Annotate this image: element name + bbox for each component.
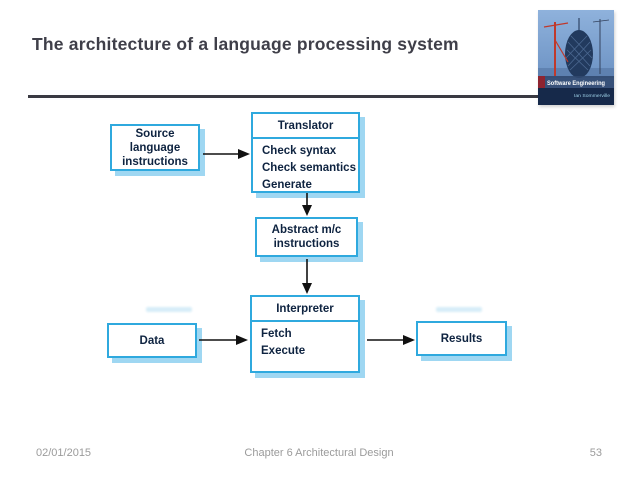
book-cover-image: Software Engineering Ian Sommerville xyxy=(538,10,614,105)
results-box-label: Results xyxy=(440,332,483,345)
source-box-label: Source language instructions xyxy=(122,127,188,168)
cover-title: Software Engineering xyxy=(547,80,605,87)
page-title: The architecture of a language processin… xyxy=(32,34,459,54)
diagram-box-source: Source language instructions xyxy=(110,124,200,171)
footer-chapter: Chapter 6 Architectural Design xyxy=(244,447,394,459)
arrow-interpreter-to-results xyxy=(367,335,415,345)
data-box-label: Data xyxy=(139,334,165,347)
arrow-data-to-interpreter xyxy=(199,335,248,345)
slide-footer: 02/01/2015 Chapter 6 Architectural Desig… xyxy=(0,447,638,467)
arrow-source-to-translator xyxy=(203,149,250,159)
footer-page-number: 53 xyxy=(589,447,602,459)
ghost-smudge xyxy=(146,307,192,312)
translator-box-title: Translator xyxy=(253,114,358,139)
ghost-smudge xyxy=(436,307,482,312)
arrow-abstract-to-interpreter xyxy=(302,259,312,294)
arrow-translator-to-abstract xyxy=(302,193,312,216)
interpreter-box-title: Interpreter xyxy=(252,297,358,322)
diagram-box-translator: Translator Check syntax Check semantics … xyxy=(251,112,360,193)
gherkin-building-icon xyxy=(565,18,593,78)
diagram-box-interpreter: Interpreter Fetch Execute xyxy=(250,295,360,373)
footer-date: 02/01/2015 xyxy=(36,447,92,459)
abstract-box-label: Abstract m/c instructions xyxy=(271,224,342,250)
diagram-box-data: Data xyxy=(107,323,197,358)
title-underline xyxy=(28,95,542,98)
diagram-box-results: Results xyxy=(416,321,507,356)
crane-icon xyxy=(543,19,610,76)
cover-author: Ian Sommerville xyxy=(574,93,610,98)
interpreter-box-body: Fetch Execute xyxy=(261,328,306,357)
diagram-box-abstract-mc: Abstract m/c instructions xyxy=(255,217,358,257)
translator-box-body: Check syntax Check semantics Generate xyxy=(262,145,356,191)
